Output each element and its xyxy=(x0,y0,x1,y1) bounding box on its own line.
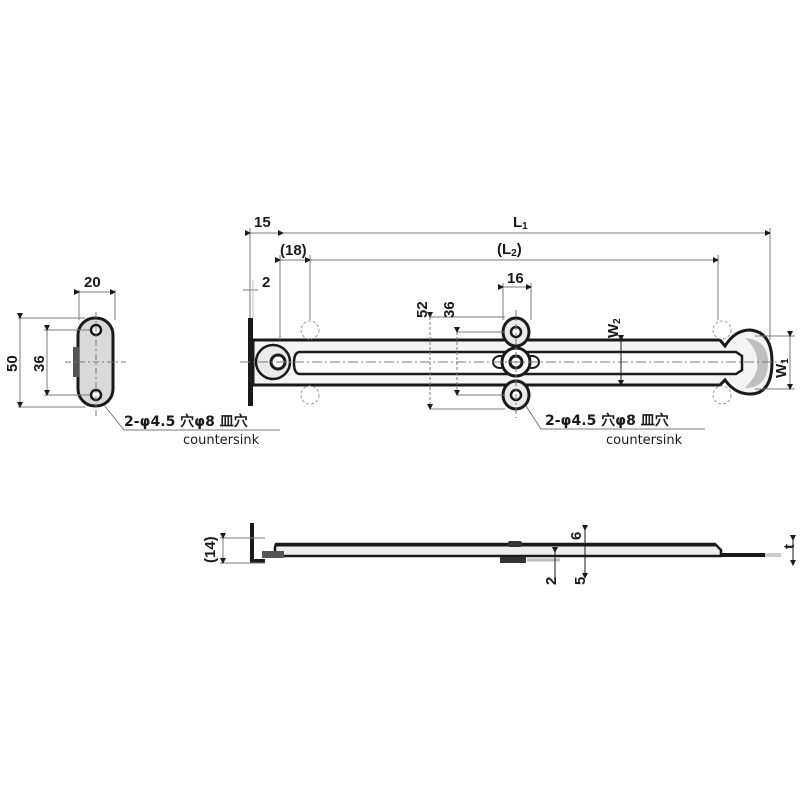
dim-pitch-36: 36 xyxy=(31,355,48,372)
dim-52: 52 xyxy=(414,301,431,318)
callout-countersink-top-en: countersink xyxy=(606,433,683,448)
top-view: 15 L1 (18) (L2) 2 16 52 36 W2 xyxy=(240,214,795,448)
dim-2-side: 2 xyxy=(543,577,560,585)
dim-2-top: 2 xyxy=(262,274,270,291)
wall-plate xyxy=(248,318,253,406)
dim-36: 36 xyxy=(441,301,458,318)
dim-W2: W2 xyxy=(605,318,623,338)
side-pivot xyxy=(262,551,284,558)
dim-L1: L1 xyxy=(513,214,528,232)
dim-L2: (L2) xyxy=(497,241,522,259)
dim-height-50: 50 xyxy=(4,355,21,372)
dim-6: 6 xyxy=(568,532,585,540)
dim-18: (18) xyxy=(280,242,307,259)
dim-16: 16 xyxy=(507,270,524,287)
dim-14: (14) xyxy=(202,536,219,563)
callout-countersink-left-en: countersink xyxy=(183,433,260,448)
dim-15: 15 xyxy=(254,214,271,231)
dim-W1: W1 xyxy=(773,358,791,378)
dim-width-20: 20 xyxy=(84,274,101,291)
side-view: (14) 6 2 5 t xyxy=(202,523,798,585)
dim-5: 5 xyxy=(572,577,589,585)
side-wall-bracket xyxy=(250,523,265,563)
hook-end xyxy=(745,338,768,388)
callout-countersink-left: 2-φ4.5 穴φ8 皿穴 xyxy=(124,413,248,430)
side-bracket xyxy=(500,557,526,563)
callout-countersink-top: 2-φ4.5 穴φ8 皿穴 xyxy=(545,412,669,429)
dim-t: t xyxy=(781,544,798,549)
left-end-view: 20 50 36 2-φ4.5 穴φ8 皿穴 countersink xyxy=(4,274,280,448)
